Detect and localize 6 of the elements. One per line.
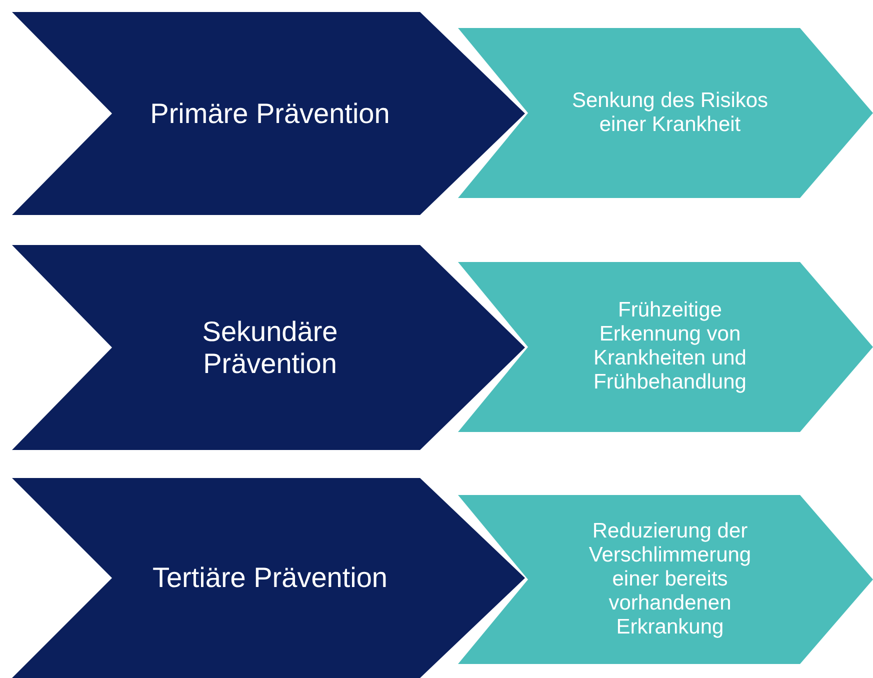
chevron-label: Reduzierung der Verschlimmerung einer bereits vorhandenen Erkrankung <box>588 519 752 640</box>
chevron-label: Frühzeitige Erkennung von Krankheiten und Frühbehandlung <box>592 298 748 396</box>
chevron-label: Senkung des Risikos einer Krankheit <box>570 88 770 138</box>
chevron-label: Primäre Prävention <box>149 97 391 130</box>
chevron-label: Tertiäre Prävention <box>151 562 388 594</box>
chevron-label: Sekundäre Prävention <box>201 315 339 380</box>
